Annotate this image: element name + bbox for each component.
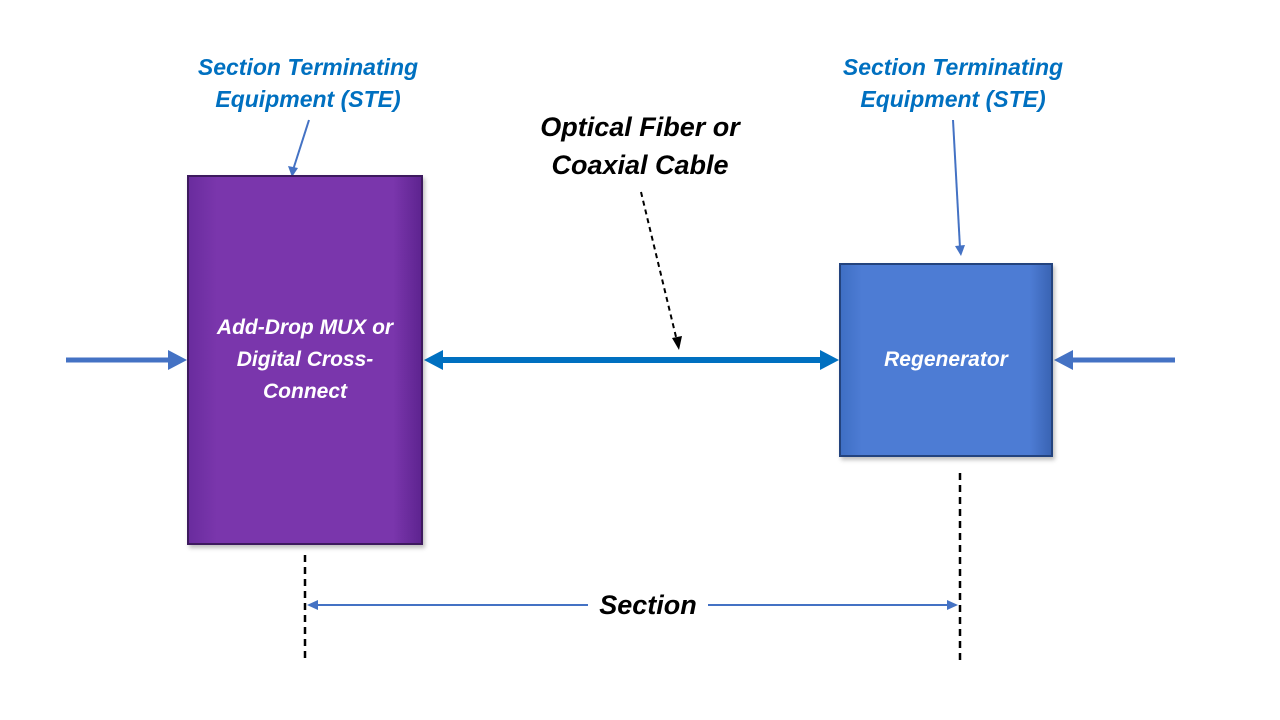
- right-input-arrowhead: [1054, 350, 1073, 370]
- ste-left-pointer-head: [288, 166, 298, 177]
- cable-link-right-head: [820, 350, 839, 370]
- add-drop-mux-box: Add-Drop MUX or Digital Cross- Connect: [187, 175, 423, 545]
- section-span-right-head: [947, 600, 958, 610]
- ste-left-label: Section Terminating Equipment (STE): [178, 51, 438, 115]
- cable-pointer-dashed: [640, 191, 678, 342]
- ste-right-line2: Equipment (STE): [860, 86, 1046, 112]
- ste-left-pointer: [292, 119, 310, 171]
- cable-line1: Optical Fiber or: [540, 112, 740, 142]
- cable-pointer-head: [672, 336, 682, 350]
- adm-line3: Connect: [263, 380, 347, 403]
- ste-right-pointer: [952, 119, 961, 249]
- adm-line2: Digital Cross-: [236, 348, 374, 371]
- regenerator-label: Regenerator: [884, 348, 1008, 371]
- section-span-left-head: [307, 600, 318, 610]
- ste-left-line1: Section Terminating: [197, 54, 419, 80]
- ste-right-pointer-head: [955, 245, 965, 256]
- left-input-arrowhead: [168, 350, 187, 370]
- regenerator-box: Regenerator: [839, 263, 1053, 457]
- section-label: Section: [588, 586, 708, 624]
- adm-line1: Add-Drop MUX or: [216, 316, 394, 339]
- cable-line2: Coaxial Cable: [551, 150, 729, 180]
- ste-left-line2: Equipment (STE): [215, 86, 401, 112]
- cable-link-left-head: [424, 350, 443, 370]
- ste-right-label: Section Terminating Equipment (STE): [823, 51, 1083, 115]
- cable-label: Optical Fiber or Coaxial Cable: [500, 108, 780, 184]
- ste-right-line1: Section Terminating: [842, 54, 1064, 80]
